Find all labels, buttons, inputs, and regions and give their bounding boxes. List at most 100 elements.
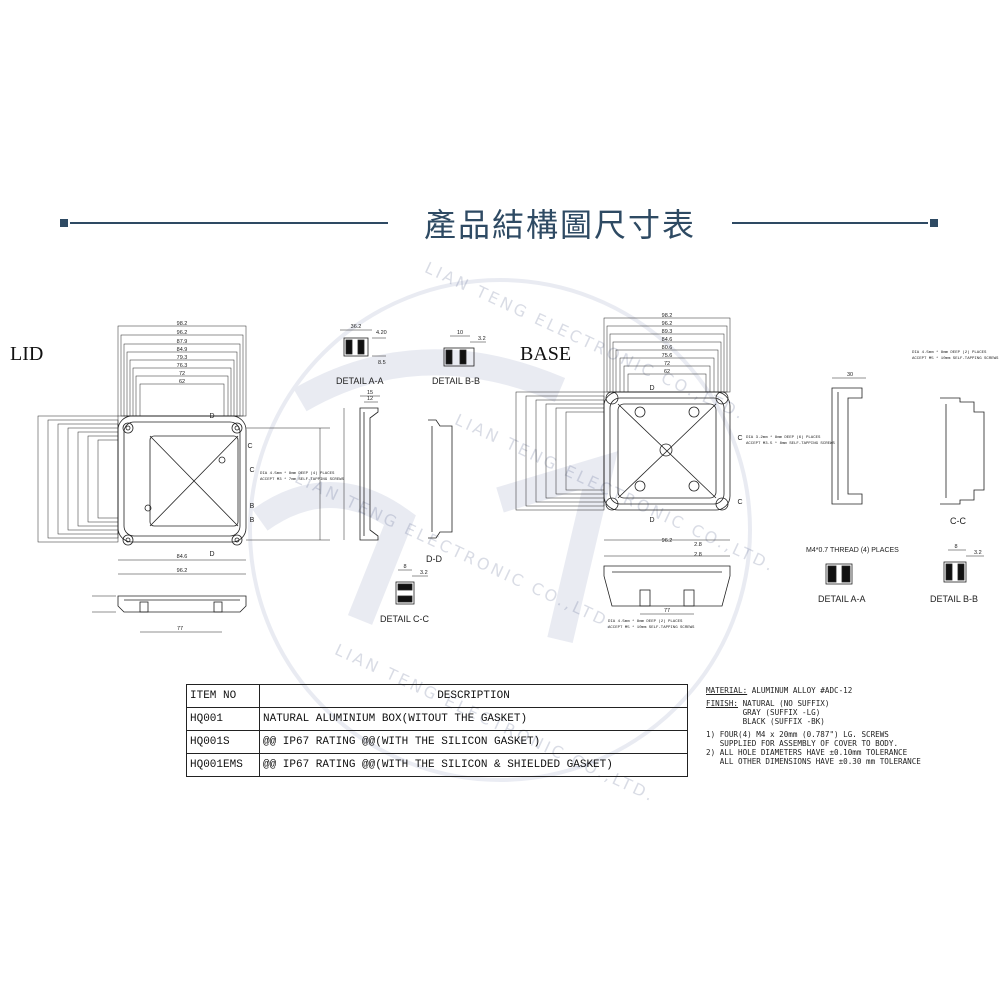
svg-text:96.2: 96.2 [662,538,673,544]
svg-text:4.20: 4.20 [376,330,387,336]
detail-aa-base [825,563,853,585]
spec-notes: MATERIAL: ALUMINUM ALLOY #ADC-12 FINISH:… [706,686,946,770]
cc-base-label: C-C [950,516,966,526]
svg-text:ACCEPT M5 * 10mm SELF-TAPPING: ACCEPT M5 * 10mm SELF-TAPPING SCREWS [912,356,999,361]
svg-text:2.8: 2.8 [694,552,702,558]
svg-text:15: 15 [367,390,373,396]
table-row: HQ001 NATURAL ALUMINIUM BOX(WITOUT THE G… [186,707,688,731]
svg-text:DIA 3.2mm * 8mm DEEP (6) PLACE: DIA 3.2mm * 8mm DEEP (6) PLACES [746,435,821,440]
svg-text:DIA 4.5mm * 8mm DEEP (4) PLACE: DIA 4.5mm * 8mm DEEP (4) PLACES [260,471,335,476]
svg-text:B: B [250,517,255,524]
detail-bb-lid: 10 3.2 [443,330,486,367]
svg-text:C: C [247,443,252,450]
svg-text:96.2: 96.2 [177,330,188,336]
detail-bb-base: 8 3.2 [943,544,984,583]
svg-text:ACCEPT M5 * 10mm SELF-TAPPING: ACCEPT M5 * 10mm SELF-TAPPING SCREWS [608,625,695,630]
svg-text:D: D [649,385,654,392]
svg-text:DIA 4.5mm * 8mm DEEP (2) PLACE: DIA 4.5mm * 8mm DEEP (2) PLACES [608,619,683,624]
svg-text:D: D [209,551,214,558]
svg-text:87.9: 87.9 [177,339,188,345]
material-label: MATERIAL: [706,686,748,695]
detail-cc-lid: 8 3.2 [395,564,428,605]
svg-text:8: 8 [954,544,957,550]
material-note: MATERIAL: ALUMINUM ALLOY #ADC-12 [706,686,946,695]
svg-text:77: 77 [177,626,183,632]
svg-text:30: 30 [847,372,853,378]
svg-text:80.6: 80.6 [662,345,673,351]
watermark-logo-icon [248,278,752,782]
table-header-row: ITEM NO DESCRIPTION [186,684,688,708]
svg-text:10: 10 [457,330,463,336]
col-item-no: ITEM NO [186,684,260,708]
svg-text:84.6: 84.6 [177,554,188,560]
finish-label: FINISH: [706,699,739,708]
svg-text:84.6: 84.6 [662,337,673,343]
description-cell: @@ IP67 RATING @@(WITH THE SILICON & SHI… [259,753,688,777]
svg-text:98.2: 98.2 [662,313,673,319]
svg-text:8.5: 8.5 [378,360,386,366]
material-value: ALUMINUM ALLOY #ADC-12 [747,686,853,695]
thread-note: M4*0.7 THREAD (4) PLACES [806,547,899,554]
svg-text:75.6: 75.6 [662,353,673,359]
detail-aa-lid: 36.2 4.20 8.5 [340,324,387,366]
note-line: 2) ALL HOLE DIAMETERS HAVE ±0.10mm TOLER… [706,748,908,757]
svg-text:62: 62 [179,379,185,385]
finish-line: GRAY (SUFFIX -LG) [706,708,821,717]
note-line: ALL OTHER DIMENSIONS HAVE ±0.30 mm TOLER… [706,757,921,766]
svg-text:D: D [649,517,654,524]
dd-section: 15 12 [343,390,453,541]
lid-label: LID [10,343,44,365]
svg-text:89.3: 89.3 [662,329,673,335]
table-row: HQ001S @@ IP67 RATING @@(WITH THE SILICO… [186,730,688,754]
col-description: DESCRIPTION [259,684,688,708]
base-label: BASE [520,343,572,365]
general-notes: 1) FOUR(4) M4 x 20mm (0.787") LG. SCREWS… [706,730,946,766]
svg-text:72: 72 [179,371,185,377]
item-table: ITEM NO DESCRIPTION HQ001 NATURAL ALUMIN… [186,684,688,777]
svg-text:2.8: 2.8 [694,542,702,548]
svg-text:3.2: 3.2 [420,570,428,576]
svg-text:62: 62 [664,369,670,375]
detail-aa-base-label: DETAIL A-A [818,594,866,604]
section-header: 產品結構圖尺寸表 [60,200,940,244]
header-right-rule [732,222,928,224]
note-line: SUPPLIED FOR ASSEMBLY OF COVER TO BODY. [706,739,899,748]
svg-text:96.2: 96.2 [662,321,673,327]
svg-text:C: C [737,435,742,442]
lid-side-view: 77 [92,595,247,633]
detail-bb-base-label: DETAIL B-B [930,594,978,604]
dd-label: D-D [426,554,442,564]
description-cell: NATURAL ALUMINIUM BOX(WITOUT THE GASKET) [259,707,688,731]
svg-text:84.9: 84.9 [177,347,188,353]
item-no-cell: HQ001EMS [186,753,260,777]
detail-bb-lid-label: DETAIL B-B [432,376,480,386]
svg-text:76.3: 76.3 [177,363,188,369]
finish-line: NATURAL (NO SUFFIX) [738,699,830,708]
svg-text:96.2: 96.2 [177,568,188,574]
svg-text:ACCEPT M3 * 7mm SELF-TAPPING S: ACCEPT M3 * 7mm SELF-TAPPING SCREWS [260,477,345,482]
base-side-view: 96.2 2.8 2.8 77 DIA 4.5mm * 8mm DEEP (2) … [603,538,731,630]
svg-text:77: 77 [664,608,670,614]
page-title: 產品結構圖尺寸表 [423,206,696,244]
svg-text:12: 12 [367,396,373,402]
svg-text:DIA 4.5mm * 8mm DEEP (2) PLACE: DIA 4.5mm * 8mm DEEP (2) PLACES [912,350,987,355]
note-line: 1) FOUR(4) M4 x 20mm (0.787") LG. SCREWS [706,730,889,739]
table-row: HQ001EMS @@ IP67 RATING @@(WITH THE SILI… [186,753,688,777]
header-right-marker [930,219,938,227]
svg-text:B: B [250,503,255,510]
description-cell: @@ IP67 RATING @@(WITH THE SILICON GASKE… [259,730,688,754]
detail-aa-lid-label: DETAIL A-A [336,376,384,386]
item-no-cell: HQ001S [186,730,260,754]
cc-base-section: 30 DIA 4.5mm * 8mm DEEP (2) PLACES ACCEP… [831,350,999,505]
svg-text:36.2: 36.2 [351,324,362,330]
svg-text:8: 8 [403,564,406,570]
svg-text:3.2: 3.2 [974,550,982,556]
svg-text:72: 72 [664,361,670,367]
header-left-marker [60,219,68,227]
finish-note: FINISH: NATURAL (NO SUFFIX) GRAY (SUFFIX… [706,699,946,726]
detail-cc-lid-label: DETAIL C-C [380,614,430,624]
header-left-rule [70,222,388,224]
